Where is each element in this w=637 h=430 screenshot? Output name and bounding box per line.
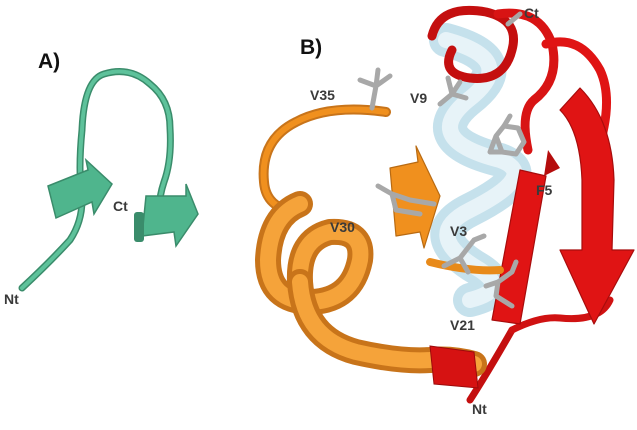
residue-label-v30: V30 — [330, 219, 355, 235]
panel-a-strand-right — [141, 183, 199, 249]
panel-b-red-region — [427, 5, 635, 404]
panel-b-red-helix-end — [429, 345, 479, 389]
panel-a-strand-left — [47, 157, 113, 220]
residue-label-v3: V3 — [450, 223, 467, 239]
panel-b-ct-label: Ct — [524, 5, 539, 21]
residue-label-f5: F5 — [536, 182, 553, 198]
residue-label-v35: V35 — [310, 87, 335, 103]
panel-a-c-terminus-stub — [134, 212, 144, 242]
panel-a-ct-label: Ct — [113, 198, 128, 214]
panel-b-side-chains — [357, 11, 527, 309]
panel-a-ribbon — [18, 68, 174, 292]
panel-a: A) Ct Nt — [4, 50, 199, 307]
panel-b-label: B) — [300, 36, 322, 59]
panel-a-nt-label: Nt — [4, 291, 19, 307]
residue-label-v21: V21 — [450, 317, 475, 333]
residue-label-v9: V9 — [410, 90, 427, 106]
panel-b: B) — [255, 5, 635, 417]
panel-a-label: A) — [38, 50, 60, 73]
panel-b-nt-label: Nt — [472, 401, 487, 417]
